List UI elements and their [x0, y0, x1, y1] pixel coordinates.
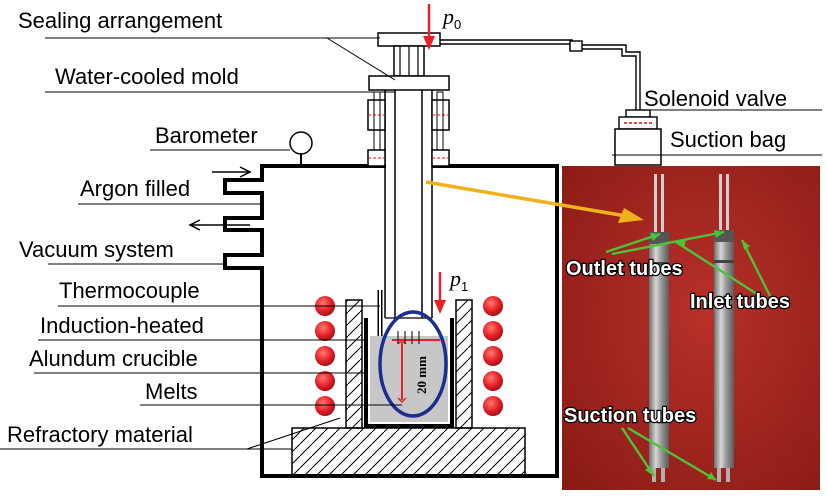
induction-coils [315, 296, 503, 416]
argon-inlet-arrow [212, 166, 252, 178]
inlet-tubes-label: Inlet tubes [690, 291, 790, 313]
suction-pipe [440, 39, 641, 110]
suction-bag [614, 128, 662, 166]
argon-filled-label: Argon filled [80, 176, 190, 201]
alundum-crucible-label: Alundum crucible [29, 346, 198, 371]
coil-right-3 [483, 346, 503, 366]
seal-marks [368, 114, 449, 159]
pressure-p1-arrow [434, 272, 446, 314]
barometer-label: Barometer [155, 123, 258, 148]
water-cooled-mold [367, 32, 450, 319]
thermocouple-label: Thermocouple [59, 278, 200, 303]
coil-right-5 [483, 396, 503, 416]
suction-tubes-label: Suction tubes [564, 405, 696, 427]
suction-bag-label: Suction bag [670, 127, 786, 152]
refractory-base [291, 299, 526, 477]
outlet-tubes-label: Outlet tubes [566, 258, 683, 280]
coil-left-2 [315, 321, 335, 341]
photo-panel: Outlet tubes Inlet tubes Suction tubes [562, 166, 820, 490]
water-cooled-mold-label: Water-cooled mold [55, 64, 239, 89]
coil-right-1 [483, 296, 503, 316]
coil-left-3 [315, 346, 335, 366]
pressure-p1-label: p1 [448, 266, 468, 294]
pressure-p0-label: p0 [441, 4, 461, 32]
solenoid-valve-label: Solenoid valve [644, 86, 787, 111]
vacuum-outlet-arrow [188, 219, 250, 231]
refractory-material-label: Refractory material [7, 422, 193, 447]
label-leader-lines [0, 37, 822, 450]
alundum-crucible [364, 318, 454, 428]
pressure-p0-arrow [423, 4, 435, 50]
coil-right-4 [483, 371, 503, 391]
photo-background [562, 166, 820, 490]
coil-right-2 [483, 321, 503, 341]
barometer-gauge [289, 131, 313, 166]
induction-heated-label: Induction-heated [40, 313, 204, 338]
coil-left-5 [315, 396, 335, 416]
detail-ellipse [378, 310, 448, 418]
photo-pointer-arrow [425, 180, 644, 223]
solenoid-valve [618, 109, 658, 130]
vacuum-system-label: Vacuum system [19, 237, 174, 262]
melts-label: Melts [145, 379, 198, 404]
coil-left-4 [315, 371, 335, 391]
photo-leader-lines [605, 230, 772, 482]
sample-scale: 20 mm [392, 331, 440, 404]
sealing-arrangement-label: Sealing arrangement [18, 8, 222, 33]
scale-label: 20 mm [414, 356, 429, 394]
